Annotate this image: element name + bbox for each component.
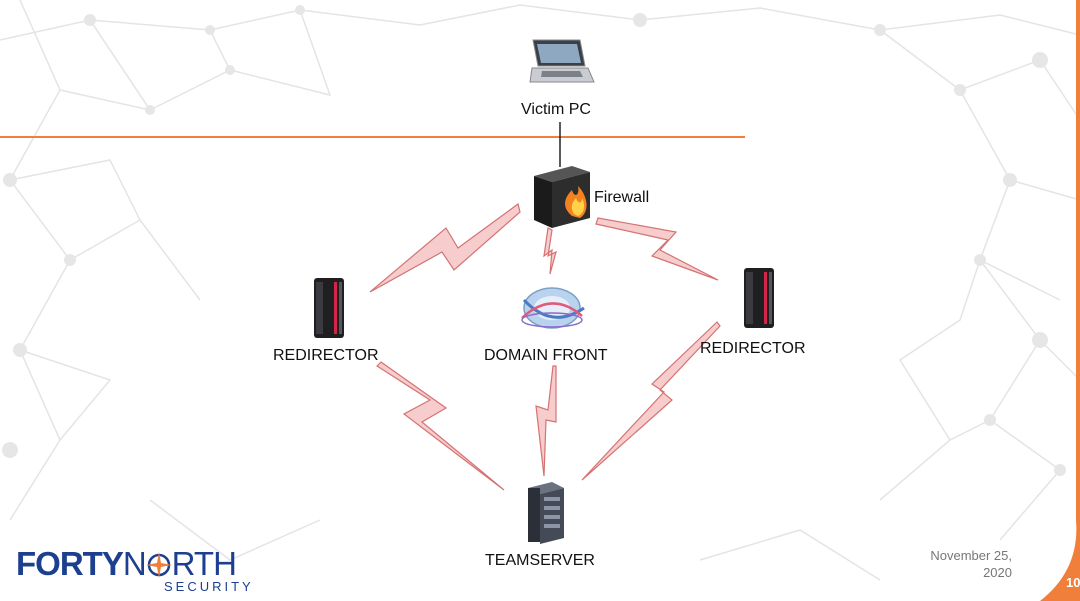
logo-word-rth: RTH [171, 545, 237, 582]
victim-pc-label: Victim PC [521, 101, 591, 118]
lightning-bolt-icon [535, 365, 557, 477]
lightning-bolt-icon [369, 202, 521, 293]
date-line-1: November 25, [930, 548, 1012, 563]
server-rack-icon [314, 278, 344, 338]
lightning-bolt-icon [595, 217, 719, 281]
page-number: 10 [1066, 575, 1080, 590]
domain-front-label: DOMAIN FRONT [484, 347, 608, 364]
logo-word-forty: FORTY [16, 545, 124, 582]
slide-accent-bar [1040, 0, 1080, 601]
firewall-icon [534, 166, 590, 228]
firewall-label: Firewall [594, 189, 650, 206]
lightning-bolt-icon [581, 321, 721, 481]
redirector-left-label: REDIRECTOR [273, 347, 379, 364]
server-rack-icon [744, 268, 774, 328]
lightning-bolt-icon [543, 227, 557, 275]
compass-icon [145, 552, 172, 578]
slide-date: November 25, 2020 [872, 547, 1012, 581]
lightning-bolt-icon [376, 361, 505, 491]
redirector-right-label: REDIRECTOR [700, 340, 806, 357]
logo-letter-n: N [122, 545, 147, 582]
server-tower-icon [528, 482, 564, 544]
laptop-icon [529, 39, 595, 83]
logo-subtitle: SECURITY [164, 579, 254, 594]
cloud-globe-icon [521, 287, 585, 329]
company-logo: FORTYN RTH SECURITY [16, 546, 266, 598]
teamserver-label: TEAMSERVER [485, 552, 595, 569]
date-line-2: 2020 [983, 565, 1012, 580]
